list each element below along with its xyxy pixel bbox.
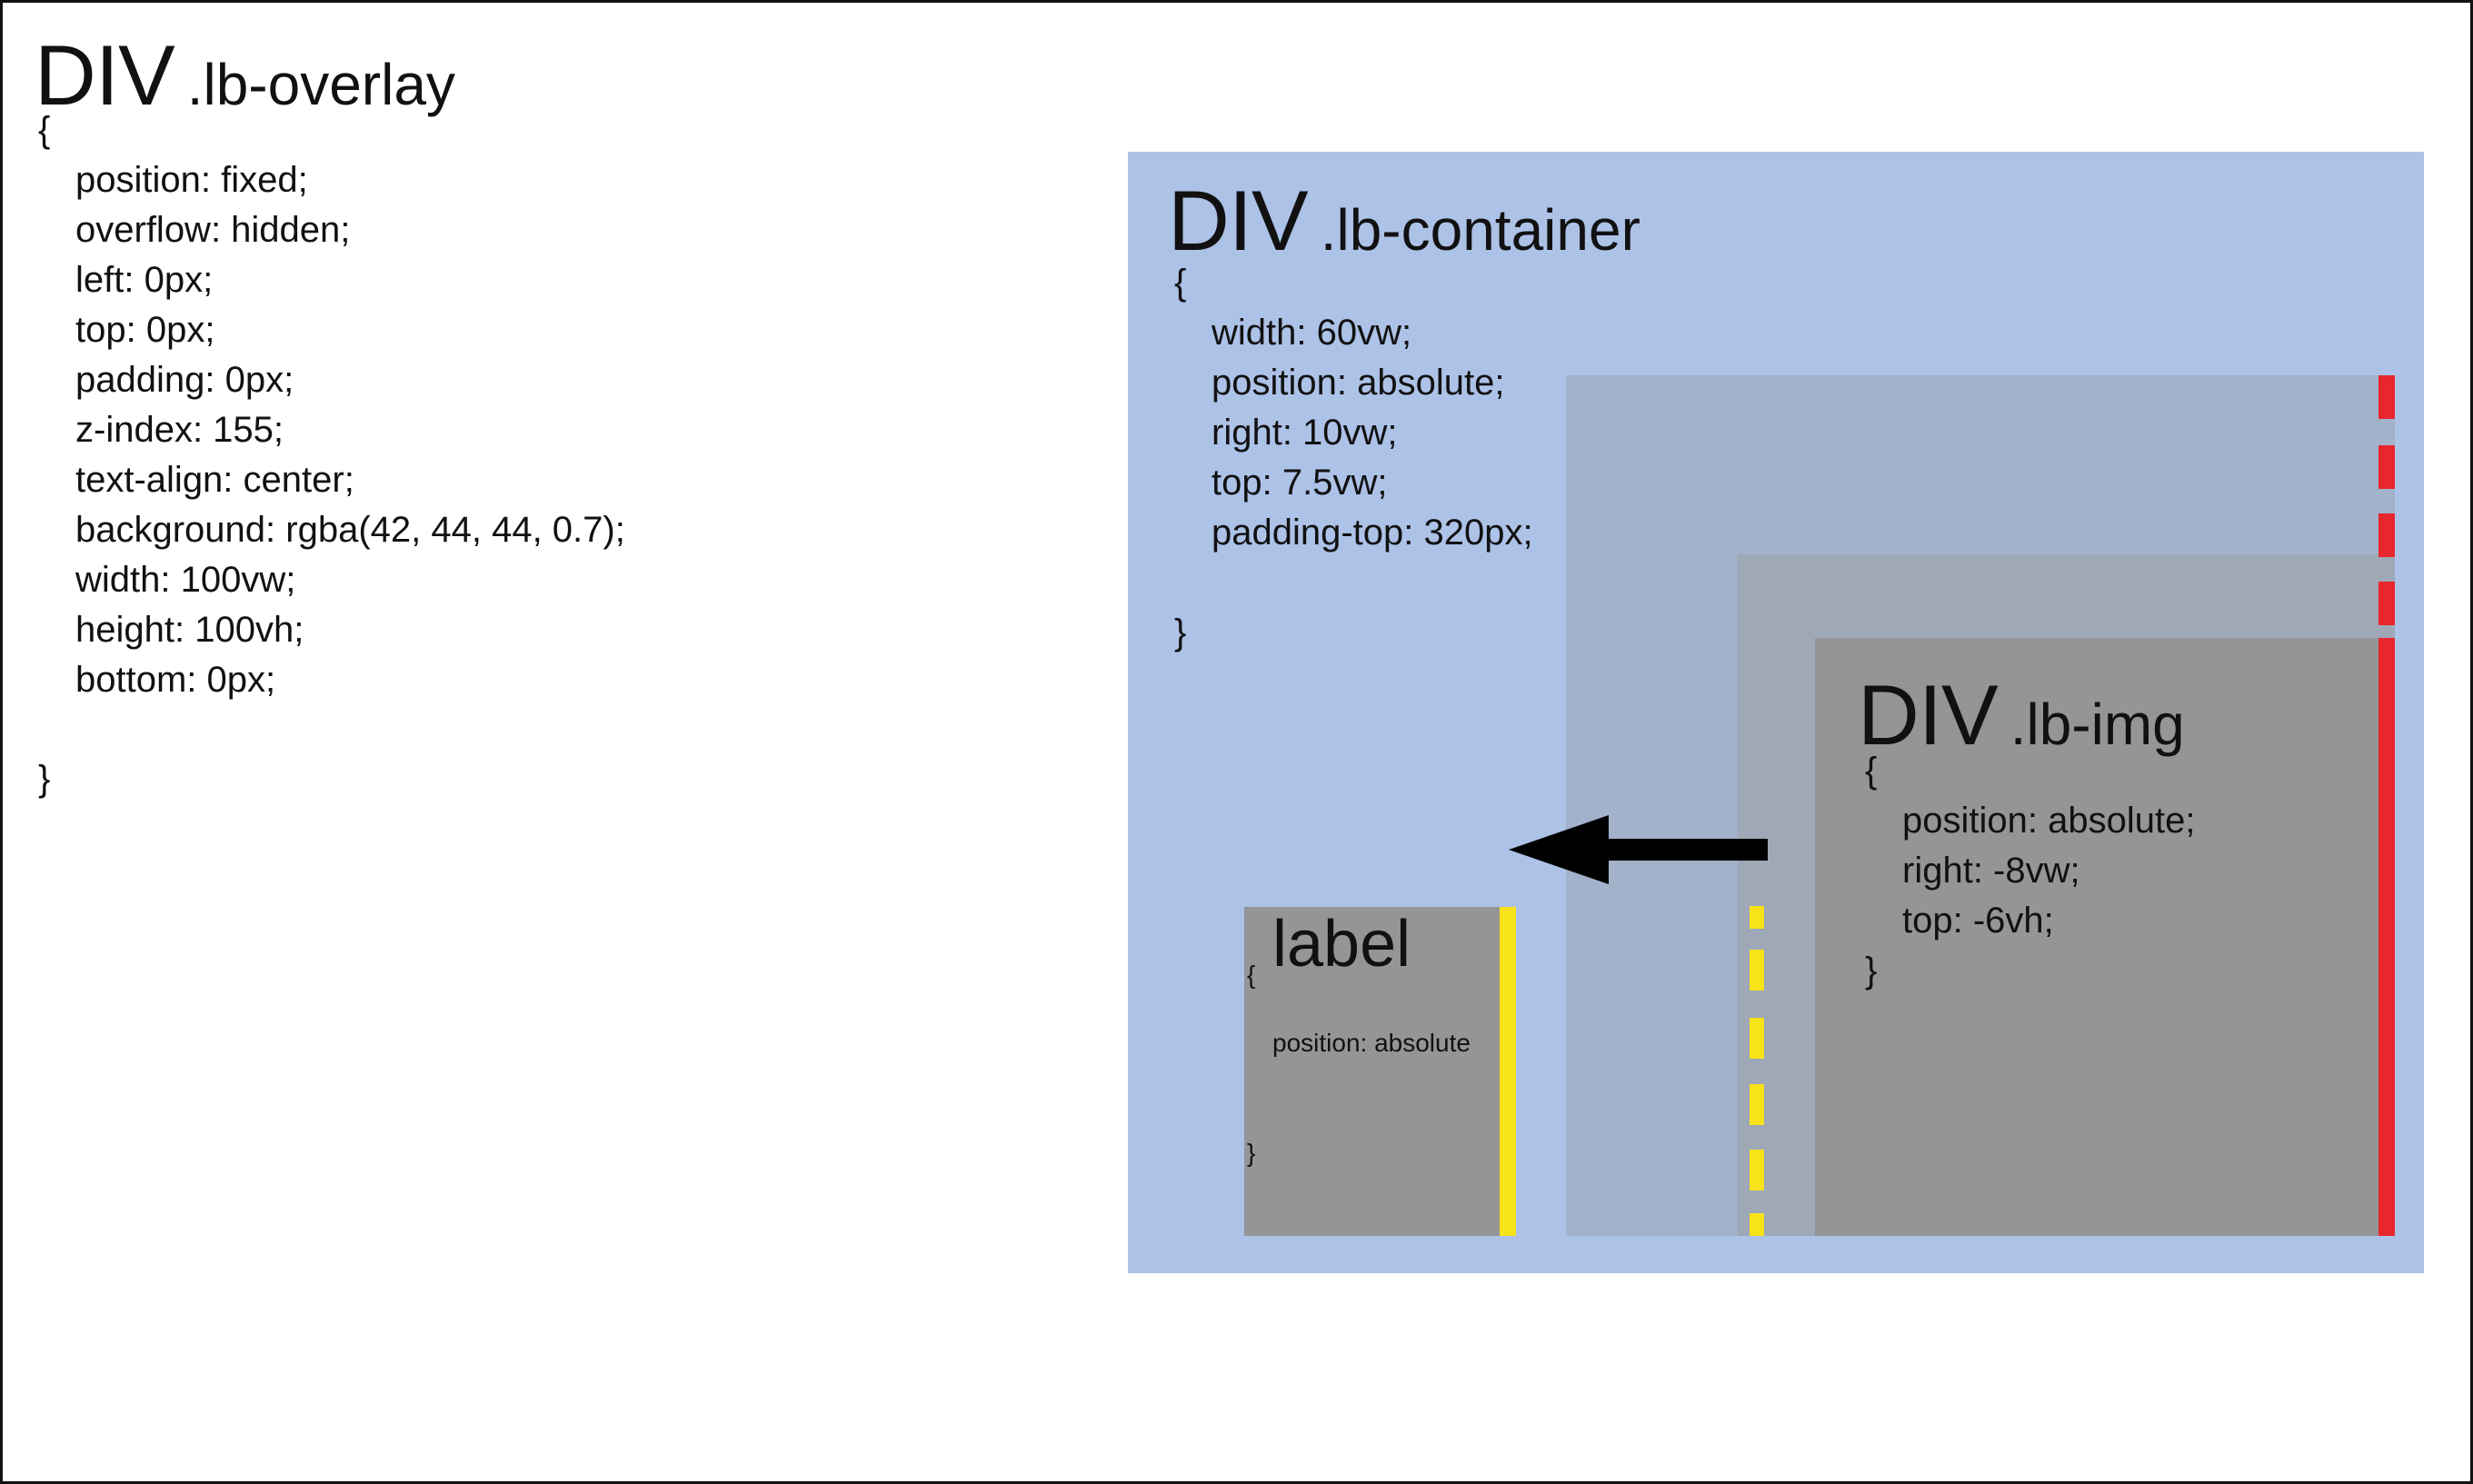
red-edge-dash — [2378, 513, 2395, 557]
overlay-prop: height: 100vh; — [75, 610, 304, 650]
container-title: DIV.lb-container — [1168, 178, 1640, 264]
img-prop: position: absolute; — [1902, 801, 2196, 841]
container-prop: position: absolute; — [1212, 363, 1505, 403]
img-props: position: absolute; right: -8vw; top: -6… — [1902, 796, 2195, 946]
container-prop: padding-top: 320px; — [1212, 513, 1533, 553]
arrow-shape — [1509, 815, 1768, 884]
label-prop: position: absolute — [1272, 1029, 1471, 1057]
label-box — [1244, 907, 1516, 1236]
red-edge-dash — [2378, 445, 2395, 489]
yellow-edge-dash — [1750, 1018, 1764, 1059]
overlay-props: position: fixed; overflow: hidden; left:… — [75, 155, 625, 705]
container-class-name: .lb-container — [1320, 197, 1640, 263]
red-edge-dash — [2378, 375, 2395, 419]
label-yellow-edge — [1500, 907, 1516, 1236]
overlay-prop: padding: 0px; — [75, 360, 294, 400]
yellow-edge-dash — [1750, 1084, 1764, 1125]
overlay-open-brace: { — [38, 110, 51, 150]
container-prop: width: 60vw; — [1212, 313, 1412, 353]
yellow-edge-dash — [1750, 1150, 1764, 1190]
overlay-class-name: .lb-overlay — [186, 52, 455, 117]
img-prop: top: -6vh; — [1902, 901, 2054, 941]
container-close-brace: } — [1174, 613, 1187, 652]
red-edge-dash — [2378, 582, 2395, 625]
img-open-brace: { — [1865, 751, 1878, 791]
overlay-prop: top: 0px; — [75, 310, 215, 350]
label-title: label — [1272, 908, 1411, 981]
overlay-prop: left: 0px; — [75, 260, 214, 300]
yellow-edge-dash — [1750, 950, 1764, 991]
yellow-edge-dash — [1750, 1213, 1764, 1236]
lb-img-box — [1815, 638, 2395, 1236]
overlay-prop: bottom: 0px; — [75, 660, 276, 700]
container-props: width: 60vw; position: absolute; right: … — [1212, 308, 1533, 558]
label-open-brace: { — [1247, 961, 1256, 989]
container-prop: right: 10vw; — [1212, 413, 1398, 453]
overlay-prop: z-index: 155; — [75, 410, 284, 450]
container-open-brace: { — [1174, 263, 1187, 303]
overlay-prop: text-align: center; — [75, 460, 354, 500]
yellow-edge-dash — [1750, 906, 1764, 929]
arrow-left-icon — [1509, 815, 1768, 884]
overlay-prop: background: rgba(42, 44, 44, 0.7); — [75, 510, 625, 550]
overlay-prop: overflow: hidden; — [75, 210, 351, 250]
red-edge-solid — [2378, 638, 2395, 1236]
img-prop: right: -8vw; — [1902, 851, 2080, 891]
container-prop: top: 7.5vw; — [1212, 463, 1388, 503]
img-title: DIV.lb-img — [1858, 672, 2185, 758]
overlay-title: DIV.lb-overlay — [35, 33, 455, 118]
container-tag: DIV — [1168, 173, 1309, 268]
img-close-brace: } — [1865, 951, 1878, 991]
img-class-name: .lb-img — [2009, 692, 2185, 757]
overlay-prop: position: fixed; — [75, 160, 308, 200]
overlay-close-brace: } — [38, 759, 51, 799]
overlay-prop: width: 100vw; — [75, 560, 296, 600]
label-close-brace: } — [1247, 1139, 1256, 1167]
img-tag: DIV — [1858, 667, 1999, 762]
overlay-tag: DIV — [35, 27, 175, 123]
